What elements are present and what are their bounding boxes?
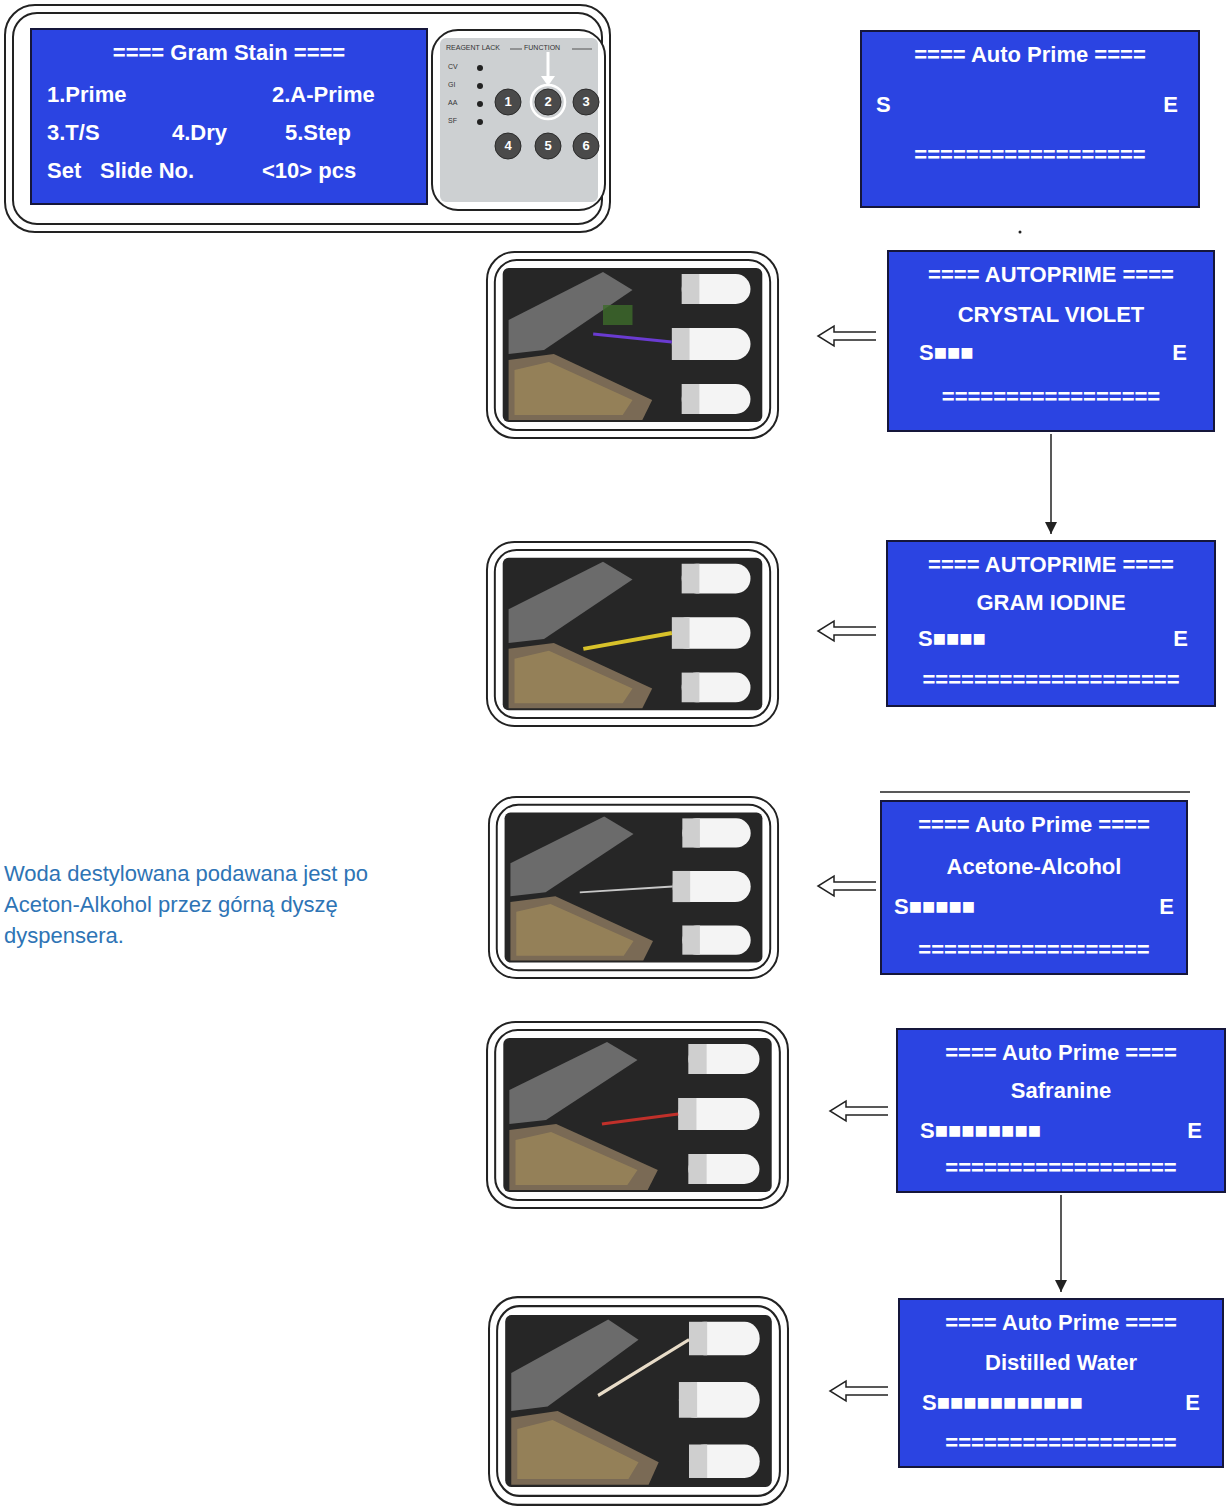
screen-text: ==== Auto Prime ====	[945, 1040, 1177, 1065]
screen-text: E	[1172, 340, 1187, 365]
lcd-screen: ==== Auto Prime ==== Acetone-AlcoholS■■■■…	[880, 800, 1188, 975]
screen-text: GRAM IODINE	[976, 590, 1125, 615]
lcd-screen: ==== AUTOPRIME ==== CRYSTAL VIOLET S■■■ E ==…	[887, 250, 1215, 432]
screen-text: Set	[47, 158, 81, 183]
screen-text: =================	[942, 384, 1160, 409]
photo-distilled-water	[489, 1297, 788, 1505]
screen-text: S■■■■■■■■■■■	[922, 1390, 1083, 1415]
reagent-label: AA	[448, 99, 457, 106]
screen-text: ==================	[914, 142, 1145, 167]
lcd-screen: ==== Auto Prime ==== S E ==================	[860, 30, 1200, 208]
lcd-screen: ==== Auto Prime ==== Distilled WaterS■■■■…	[898, 1298, 1224, 1468]
panel-label: FUNCTION	[524, 44, 560, 51]
screen-text: E	[1163, 92, 1178, 117]
screen-text: ==================	[945, 1155, 1176, 1180]
screen-text: S	[876, 92, 891, 117]
screen-text: ==================	[945, 1430, 1176, 1455]
screen-text: 1.Prime	[47, 82, 127, 107]
screen-text: ==== Gram Stain ====	[113, 40, 345, 65]
keypad-photo	[432, 30, 605, 210]
screen-text: Distilled Water	[985, 1350, 1137, 1375]
screen-text: S■■■■■	[894, 894, 975, 919]
screen-text: 3.T/S	[47, 120, 100, 145]
button-number: 6	[576, 138, 596, 154]
photo-gram-iodine	[487, 542, 778, 726]
screen-text: ====================	[923, 667, 1180, 692]
screen-text: ==== Auto Prime ====	[914, 42, 1146, 67]
lcd-screen: ==== AUTOPRIME ==== GRAM IODINE S■■■■ E ====…	[886, 540, 1216, 707]
screen-text: E	[1159, 894, 1174, 919]
button-number: 2	[538, 94, 558, 110]
screen-text: E	[1187, 1118, 1202, 1143]
reagent-label: CV	[448, 63, 458, 70]
note-text: Woda destylowana podawana jest po Aceton…	[4, 858, 389, 951]
screen-text: E	[1185, 1390, 1200, 1415]
reagent-label: GI	[448, 81, 455, 88]
screen-text: Acetone-Alcohol	[947, 854, 1122, 879]
photo-crystal-violet	[487, 252, 778, 438]
rule-line	[880, 791, 1190, 793]
lcd-screen: ==== Auto Prime ==== SafranineS■■■■■■■■ E =…	[896, 1028, 1226, 1193]
flow-arrow	[1050, 434, 1052, 534]
screen-text: ==== Auto Prime ====	[918, 812, 1150, 837]
screen-text: E	[1173, 626, 1188, 651]
screen-text: S■■■■	[918, 626, 986, 651]
panel-label: REAGENT LACK	[446, 44, 500, 51]
top-left-frame	[5, 5, 610, 232]
screen-text: Slide No.	[100, 158, 194, 183]
double-arrows	[818, 326, 888, 1401]
screen-text: ==================	[918, 937, 1149, 962]
button-number: 3	[576, 94, 596, 110]
screen-text: Safranine	[1011, 1078, 1111, 1103]
lcd-screen: ==== Gram Stain ==== 1.Prime 2.A-Prime 3.T/…	[30, 28, 428, 205]
screen-text: 5.Step	[285, 120, 351, 145]
button-number: 4	[498, 138, 518, 154]
screen-text: ==== Auto Prime ====	[945, 1310, 1177, 1335]
screen-text: S■■■■■■■■	[920, 1118, 1041, 1143]
screen-text: CRYSTAL VIOLET	[958, 302, 1145, 327]
photo-acetone-alcohol	[489, 797, 778, 978]
button-number: 5	[538, 138, 558, 154]
screen-text: <10> pcs	[262, 158, 356, 183]
screen-text: ==== AUTOPRIME ====	[928, 552, 1174, 577]
reagent-label: SF	[448, 117, 457, 124]
screen-text: S■■■	[919, 340, 974, 365]
screen-text: 2.A-Prime	[272, 82, 375, 107]
flow-arrow	[1060, 1195, 1062, 1292]
dot	[1019, 231, 1022, 234]
button-number: 1	[498, 94, 518, 110]
screen-text: ==== AUTOPRIME ====	[928, 262, 1174, 287]
photo-safranine	[487, 1022, 788, 1208]
screen-text: 4.Dry	[172, 120, 227, 145]
